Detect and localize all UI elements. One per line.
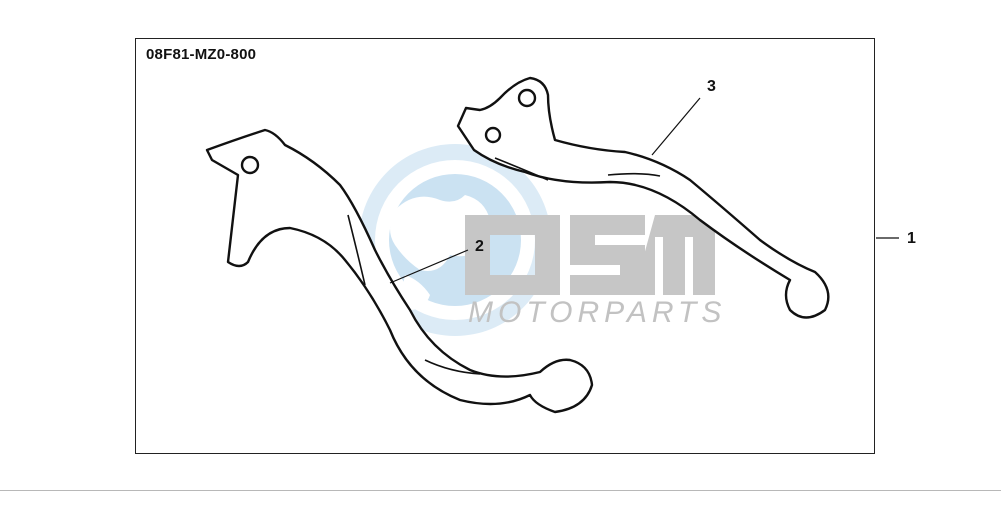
part-number-label: 08F81-MZ0-800 xyxy=(146,46,257,63)
watermark-logo xyxy=(465,215,715,295)
leader-line-3 xyxy=(651,97,701,156)
diagram-frame xyxy=(135,38,875,454)
watermark-tagline: MOTORPARTS xyxy=(468,296,727,329)
callout-2[interactable]: 2 xyxy=(475,238,484,255)
callout-3[interactable]: 3 xyxy=(707,78,716,95)
callout-1[interactable]: 1 xyxy=(907,230,916,247)
lever-3 xyxy=(456,76,830,319)
leader-line-2 xyxy=(389,249,469,284)
lever-2 xyxy=(205,128,594,414)
bottom-divider xyxy=(0,490,1001,491)
